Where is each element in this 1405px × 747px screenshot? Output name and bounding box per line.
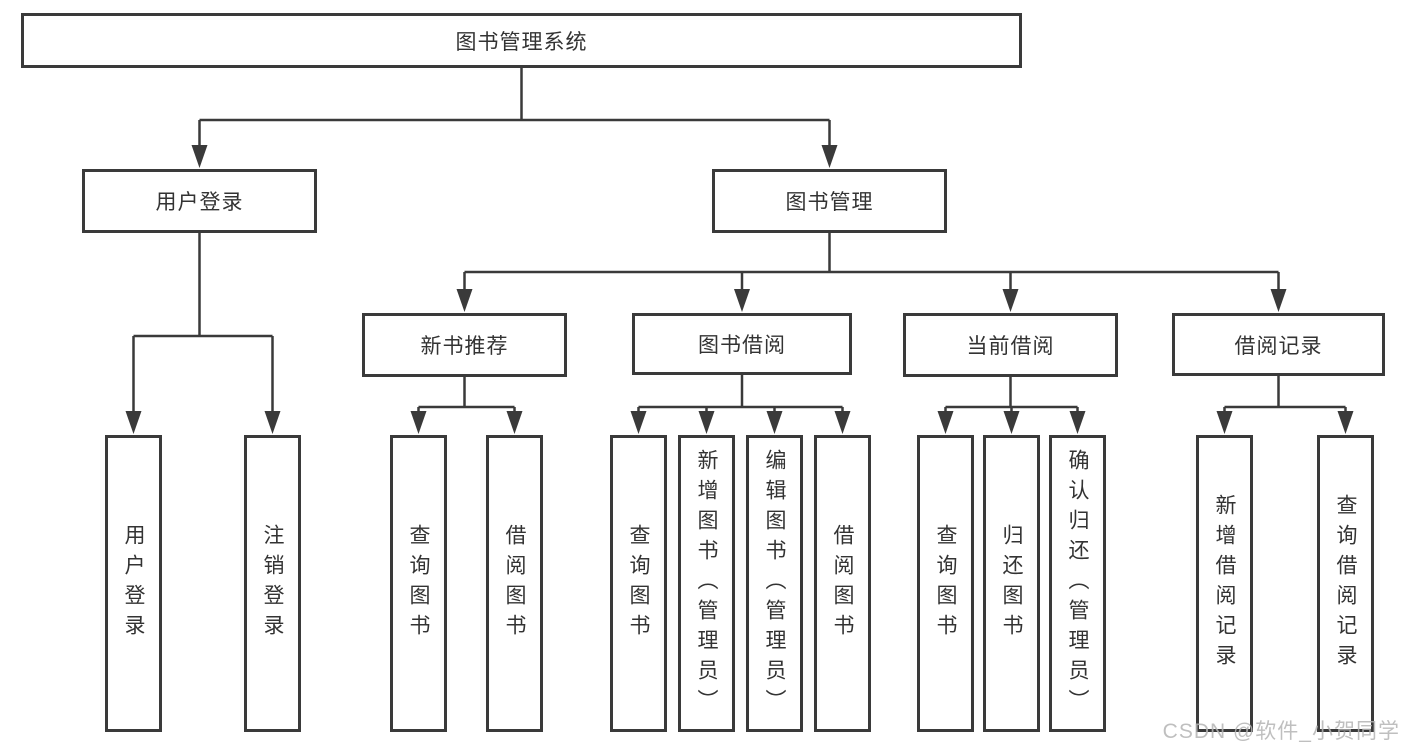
leaf-query-books-3-label: 查询图书	[934, 523, 957, 644]
leaf-query-books-1: 查询图书	[390, 435, 447, 732]
leaf-borrow-books-1: 借阅图书	[486, 435, 543, 732]
node-current-borrow: 当前借阅	[903, 313, 1118, 377]
leaf-query-borrow-record: 查询借阅记录	[1317, 435, 1374, 732]
leaf-query-books-3: 查询图书	[917, 435, 974, 732]
leaf-borrow-books-1-label: 借阅图书	[503, 523, 526, 644]
leaf-confirm-return-admin-label: 确认归还（管理员）	[1066, 448, 1089, 719]
leaf-logout-label: 注销登录	[261, 523, 284, 644]
leaf-user-login-label: 用户登录	[122, 523, 145, 644]
leaf-add-books-admin: 新增图书（管理员）	[678, 435, 735, 732]
leaf-edit-books-admin: 编辑图书（管理员）	[746, 435, 803, 732]
leaf-confirm-return-admin: 确认归还（管理员）	[1049, 435, 1106, 732]
leaf-add-borrow-record-label: 新增借阅记录	[1213, 493, 1236, 674]
leaf-return-books-label: 归还图书	[1000, 523, 1023, 644]
node-book-borrow: 图书借阅	[632, 313, 852, 375]
node-book-management: 图书管理	[712, 169, 947, 233]
leaf-edit-books-admin-label: 编辑图书（管理员）	[763, 448, 786, 719]
node-borrow-records: 借阅记录	[1172, 313, 1385, 376]
leaf-query-borrow-record-label: 查询借阅记录	[1334, 493, 1357, 674]
node-user-login: 用户登录	[82, 169, 317, 233]
leaf-query-books-2-label: 查询图书	[627, 523, 650, 644]
leaf-borrow-books-2-label: 借阅图书	[831, 523, 854, 644]
leaf-user-login: 用户登录	[105, 435, 162, 732]
leaf-logout: 注销登录	[244, 435, 301, 732]
node-new-book-recommend: 新书推荐	[362, 313, 567, 377]
leaf-add-books-admin-label: 新增图书（管理员）	[695, 448, 718, 719]
leaf-return-books: 归还图书	[983, 435, 1040, 732]
leaf-add-borrow-record: 新增借阅记录	[1196, 435, 1253, 732]
csdn-watermark: CSDN @软件_小贺同学	[1162, 720, 1400, 743]
node-library-management-system: 图书管理系统	[21, 13, 1022, 68]
leaf-borrow-books-2: 借阅图书	[814, 435, 871, 732]
leaf-query-books-1-label: 查询图书	[407, 523, 430, 644]
leaf-query-books-2: 查询图书	[610, 435, 667, 732]
